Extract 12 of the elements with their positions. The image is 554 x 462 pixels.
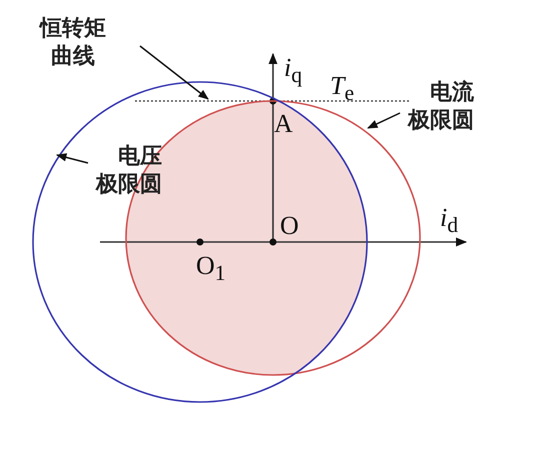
leader-line bbox=[367, 112, 400, 129]
curve-label: T$_{e}$ bbox=[330, 72, 354, 108]
axis-label: i$_{q}$ bbox=[284, 54, 302, 90]
leader-line bbox=[56, 153, 88, 164]
constant-torque-line bbox=[135, 100, 410, 102]
callout-text: 恒转矩曲线 bbox=[38, 14, 108, 70]
point-label: O bbox=[280, 212, 299, 240]
point-label: A bbox=[274, 110, 293, 138]
point-label: O$_{1}$ bbox=[196, 252, 226, 288]
axis-label: i$_{d}$ bbox=[440, 204, 458, 240]
leader-line bbox=[140, 45, 209, 100]
callout-text: 电流极限圆 bbox=[404, 78, 474, 134]
